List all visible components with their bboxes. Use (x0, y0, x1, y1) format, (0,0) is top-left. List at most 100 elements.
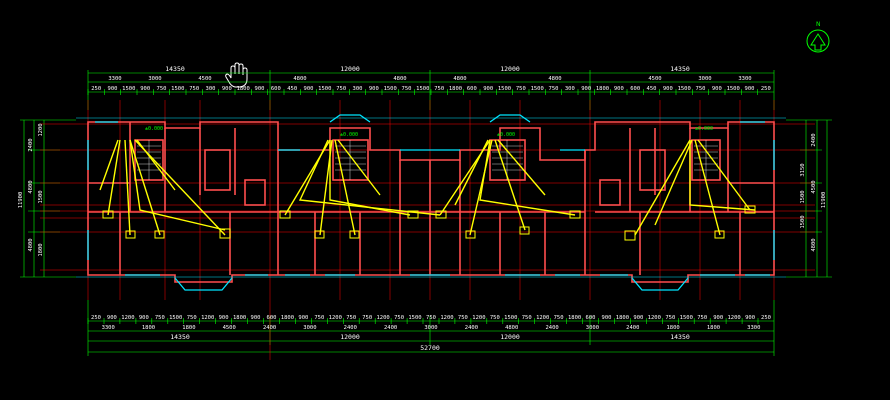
dim-text: 2400 (465, 325, 478, 331)
top-dim-text: 4500 (648, 76, 661, 82)
dim-text: 250 (91, 86, 101, 92)
dim-text: 900 (108, 86, 118, 92)
dim-text: 1500 (531, 86, 544, 92)
dim-text: 750 (426, 315, 436, 321)
dim-text: 250 (91, 315, 101, 321)
dim-text: 1200 (201, 315, 214, 321)
dim-text: 750 (549, 86, 559, 92)
dim-text: 900 (304, 86, 314, 92)
left-dim-text: 4800 (28, 238, 34, 251)
dim-text: 600 (630, 86, 640, 92)
bottom-dim-text: 14350 (670, 333, 690, 341)
dim-text: 1800 (237, 86, 250, 92)
dim-text: 1500 (318, 86, 331, 92)
dim-text: 900 (713, 315, 723, 321)
dim-text: 1800 (281, 315, 294, 321)
top-dim-text: 3000 (148, 76, 161, 82)
dim-text: 900 (745, 86, 755, 92)
dim-text: 900 (633, 315, 643, 321)
dim-text: 1200 (376, 315, 389, 321)
dim-text: 1800 (449, 86, 462, 92)
left-total-dim: 11900 (18, 192, 24, 209)
dim-text: 3000 (586, 325, 599, 331)
dim-text: 750 (458, 315, 468, 321)
dim-text: 3000 (424, 325, 437, 331)
dim-text: 1500 (727, 86, 740, 92)
dim-text: 900 (712, 86, 722, 92)
dim-text: 900 (602, 315, 612, 321)
left-dim-text: 1800 (38, 243, 44, 256)
dim-text: 900 (483, 86, 493, 92)
dim-text: 750 (187, 315, 197, 321)
dim-text: 750 (362, 315, 372, 321)
left-dim-text: 2400 (28, 138, 34, 151)
dim-text: 2400 (545, 325, 558, 331)
right-dim-text: 1500 (800, 190, 806, 203)
dim-text: 900 (581, 86, 591, 92)
windows-balconies (87, 114, 775, 291)
dim-text: 1500 (416, 86, 429, 92)
right-total-dim: 11900 (821, 192, 827, 209)
right-dim-text: 1500 (800, 215, 806, 228)
top-dim-text: 12000 (500, 65, 520, 73)
electrical-wiring (99, 139, 756, 236)
dim-text: 250 (761, 315, 771, 321)
dim-text: 600 (271, 86, 281, 92)
top-dim-text: 3300 (108, 76, 121, 82)
dim-text: 750 (490, 315, 500, 321)
top-dim-text: 14350 (670, 65, 690, 73)
dim-text: 4800 (505, 325, 518, 331)
left-dim-text: 4800 (28, 180, 34, 193)
dim-text: 600 (267, 315, 277, 321)
bottom-dim-text: 12000 (340, 333, 360, 341)
top-dim-text: 4800 (453, 76, 466, 82)
dim-text: 750 (346, 315, 356, 321)
top-dimension-row1: 14350 12000 12000 14350 (165, 65, 690, 73)
dim-text: 1800 (233, 315, 246, 321)
dim-text: 2400 (344, 325, 357, 331)
bottom-dimension-lines (87, 300, 775, 356)
bottom-dim-text: 14350 (170, 333, 190, 341)
left-dim-text: 1200 (38, 123, 44, 136)
right-dim-text: 2400 (811, 133, 817, 146)
dim-text: 1200 (329, 315, 342, 321)
dim-text: 1500 (169, 315, 182, 321)
dim-text: 1500 (504, 315, 517, 321)
dim-text: 750 (434, 86, 444, 92)
dim-text: 300 (565, 86, 575, 92)
dim-text: 750 (394, 315, 404, 321)
dim-text: 900 (222, 86, 232, 92)
dim-text: 750 (157, 86, 167, 92)
dim-text: 1500 (384, 86, 397, 92)
right-dim-text: 4800 (811, 238, 817, 251)
dim-text: 900 (614, 86, 624, 92)
pan-hand-cursor-icon[interactable] (225, 62, 248, 88)
top-dim-text: 4500 (198, 76, 211, 82)
dim-text: 600 (586, 315, 596, 321)
dim-text: 1800 (707, 325, 720, 331)
dim-text: 1800 (596, 86, 609, 92)
dim-text: 2400 (263, 325, 276, 331)
dim-text: 750 (189, 86, 199, 92)
left-dim-text: 1500 (38, 190, 44, 203)
dim-text: 900 (745, 315, 755, 321)
dim-text: 1800 (182, 325, 195, 331)
dim-text: 450 (647, 86, 657, 92)
dim-text: 2400 (384, 325, 397, 331)
top-dimension-row3: 250 900 1500 900 750 1500 750 300 900 1800 900 600 4… (91, 86, 771, 92)
dim-text: 900 (298, 315, 308, 321)
dim-text: 750 (516, 86, 526, 92)
right-dim-text: 4500 (811, 180, 817, 193)
total-length-text: 52700 (420, 344, 440, 352)
elevation-label: ±0.000 (497, 132, 515, 138)
dim-text: 1200 (536, 315, 549, 321)
right-dimension-texts: 11900 2400 4500 4800 3150 1500 1500 (800, 133, 827, 251)
dim-text: 750 (554, 315, 564, 321)
north-arrow-icon: N (806, 21, 830, 53)
dim-text: 750 (697, 315, 707, 321)
dim-text: 1800 (666, 325, 679, 331)
dim-text: 1500 (122, 86, 135, 92)
exterior-outline (76, 117, 786, 278)
dim-text: 750 (522, 315, 532, 321)
dim-text: 900 (219, 315, 229, 321)
